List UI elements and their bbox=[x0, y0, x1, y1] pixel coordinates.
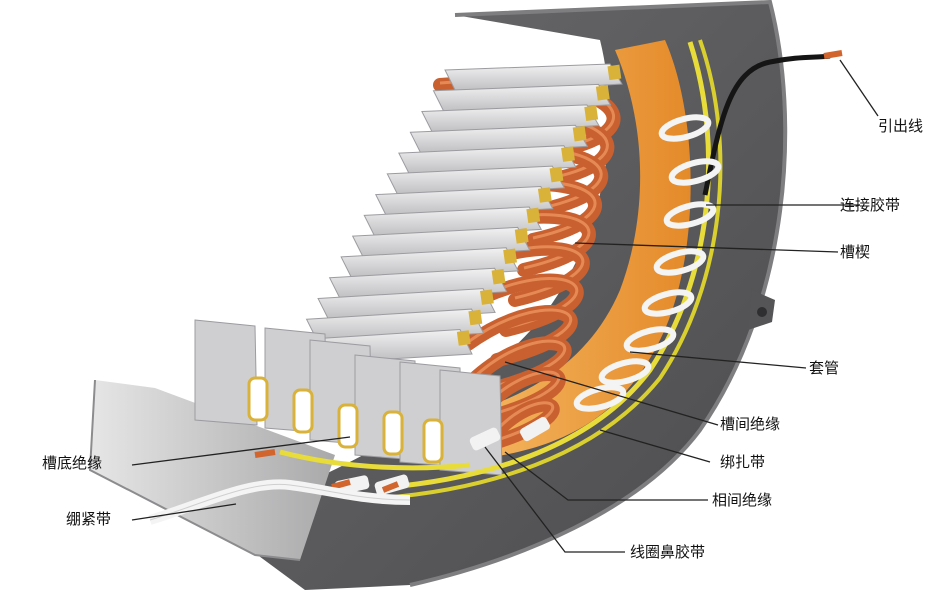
binding-tape-loop bbox=[668, 158, 722, 186]
leader-binding-tape bbox=[599, 429, 711, 463]
binding-tape-loop bbox=[623, 326, 677, 354]
label-sleeve: 套管 bbox=[809, 359, 840, 377]
label-coil-nose-tape: 线圈鼻胶带 bbox=[630, 543, 706, 561]
binding-tape-loop bbox=[663, 201, 717, 229]
tightening-strap bbox=[148, 479, 411, 525]
binding-tape-loop bbox=[658, 114, 712, 142]
leader-sleeve bbox=[629, 351, 807, 369]
leader-phase-insulation bbox=[504, 451, 708, 501]
core-teeth bbox=[194, 63, 623, 476]
binding-tape-loop bbox=[598, 358, 652, 386]
leader-tightening-strap bbox=[131, 503, 237, 521]
label-interslot-insulation: 槽间绝缘 bbox=[720, 415, 781, 433]
binding-tape-loop bbox=[641, 289, 695, 317]
label-phase-insulation: 相间绝缘 bbox=[712, 491, 773, 509]
leader-slot-wedge bbox=[574, 242, 839, 253]
label-slot-wedge: 槽楔 bbox=[840, 243, 871, 261]
binding-tape-loop bbox=[653, 248, 707, 276]
label-connection-tape: 连接胶带 bbox=[840, 196, 901, 214]
core-tooth-end bbox=[194, 319, 258, 426]
binding-tape-loops bbox=[573, 114, 722, 412]
label-slot-bottom-insulation: 槽底绝缘 bbox=[42, 454, 103, 472]
orange-insulation bbox=[440, 40, 691, 460]
leader-lines bbox=[131, 59, 879, 553]
leader-lead-wire bbox=[839, 59, 879, 117]
leader-slot-bottom-insulation bbox=[131, 436, 351, 466]
label-lead-wire: 引出线 bbox=[878, 117, 924, 135]
label-binding-tape: 绑扎带 bbox=[720, 453, 766, 471]
label-tightening-strap: 绷紧带 bbox=[66, 510, 112, 528]
leader-coil-nose-tape bbox=[484, 446, 625, 553]
lead-wire bbox=[702, 50, 843, 196]
leader-interslot-insulation bbox=[504, 361, 719, 426]
